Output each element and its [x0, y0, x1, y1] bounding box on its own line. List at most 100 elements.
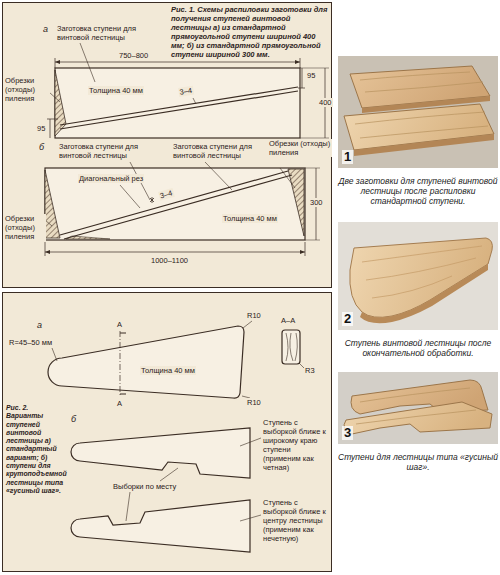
drawing-stroke [71, 428, 250, 478]
drawing-stroke [55, 60, 300, 64]
drawing-stroke [243, 321, 252, 328]
drawing-stroke [71, 500, 250, 552]
photo: 1Две заготовки для ступеней винтовой лес… [338, 56, 498, 168]
drawing-stroke [126, 492, 130, 521]
drawing-stroke [300, 68, 329, 69]
drawing-stroke [55, 58, 56, 68]
drawing-stroke [193, 98, 196, 104]
dimension: 95 [36, 124, 46, 133]
drawing-stroke [282, 330, 300, 364]
photo-caption: Две заготовки для ступеней винтовой лест… [338, 176, 498, 206]
drawing-stroke [64, 175, 292, 239]
drawing-stroke [288, 169, 304, 236]
drawing-stroke [52, 348, 57, 361]
drawing-stroke [45, 250, 305, 254]
figure-1b [45, 162, 320, 256]
section-mark: А [116, 399, 123, 408]
photo: 3Ступени для лестницы типа «гусиный шаг»… [338, 372, 498, 444]
figure-caption: Рис. 2. Варианты ступеней винтовой лестн… [6, 404, 64, 495]
part-name: Обрезки (отходы) пиления [4, 214, 46, 241]
drawing-stroke [160, 468, 178, 481]
drawing-stroke [55, 68, 300, 138]
part-name: Ступень с выборкой ближе к широкому краю… [262, 418, 330, 472]
drawing-stroke [80, 43, 95, 82]
drawing-stroke [240, 438, 261, 446]
drawing-stroke [360, 264, 488, 323]
dimension: 750–800 [118, 51, 149, 60]
section-mark: А–А [280, 316, 296, 325]
dimension: 1000–1100 [150, 256, 189, 265]
drawing-stroke [45, 252, 305, 253]
dimension: R3 [304, 366, 316, 375]
drawing-stroke [298, 88, 305, 89]
drawing-stroke [305, 168, 320, 169]
drawing-stroke [338, 222, 498, 330]
dimension: 95 [306, 71, 316, 80]
drawing-stroke [120, 185, 140, 208]
drawing-stroke [55, 70, 66, 136]
part-name: Заготовка ступени для винтовой лестницы [56, 24, 170, 42]
drawing-stroke [55, 62, 300, 63]
photo-2-image [338, 222, 498, 330]
photo-number: 1 [342, 150, 353, 164]
photo-caption: Ступени для лестницы типа «гусиный шаг». [338, 452, 498, 472]
drawing-stroke [120, 333, 126, 394]
drawing-stroke [48, 326, 244, 398]
drawing-stroke [150, 197, 154, 203]
photo-caption: Ступень винтовой лестницы после окончате… [338, 338, 498, 358]
drawing-stroke [356, 388, 476, 424]
drawing-stroke [2, 292, 332, 572]
drawing-stroke [47, 119, 58, 120]
section-mark: А [116, 320, 123, 329]
drawing-stroke [302, 68, 303, 88]
part-name: Обрезки (отходы) пиления [268, 139, 332, 157]
dimension: R10 [246, 398, 262, 407]
photo: 2Ступень винтовой лестницы после окончат… [338, 222, 498, 330]
part-name: Заготовка ступени для винтовой лестницы [58, 142, 165, 160]
dimension: 300 [309, 198, 324, 207]
drawing-stroke [286, 333, 297, 361]
drawing-stroke [355, 72, 488, 138]
photo-number: 3 [342, 426, 353, 440]
figure-letter: б [38, 142, 45, 153]
drawing-stroke [45, 168, 305, 240]
figure-2a [48, 321, 305, 398]
drawing-stroke [305, 242, 306, 256]
part-name: Диагональный рез [78, 174, 144, 183]
figure-letter: а [42, 24, 49, 35]
note: Толщина 40 мм [222, 214, 278, 223]
drawing-stroke [240, 515, 261, 521]
note: Выборки по месту [112, 482, 177, 491]
figure-letter: а [36, 320, 43, 331]
drawing-stroke [338, 372, 498, 444]
figure-caption: Рис. 1. Схемы распиловки заготовки для п… [171, 5, 329, 59]
drawing-stroke [49, 92, 60, 102]
drawing-stroke [60, 171, 288, 235]
drawing-stroke [45, 242, 46, 256]
part-name: Ступень с выборкой ближе к центру лестни… [262, 498, 330, 543]
dimension: R=45–50 мм [8, 338, 53, 347]
note: Толщина 40 мм [88, 86, 144, 95]
photo-3-image [338, 372, 498, 444]
dimension: 400 [318, 98, 333, 107]
drawing-stroke [338, 56, 498, 168]
part-name: Обрезки (отходы) пиления [4, 76, 50, 103]
drawing-stroke [280, 168, 295, 188]
dimension: R10 [246, 311, 262, 320]
drawing-stroke [45, 220, 52, 226]
drawing-stroke [305, 240, 320, 241]
panel-grounds [2, 2, 332, 572]
drawing-stroke [120, 331, 121, 396]
figure-2b [71, 428, 261, 552]
part-name: Заготовка ступени для винтовой лестницы [172, 142, 266, 160]
drawing-stroke [344, 402, 492, 434]
drawing-stroke [362, 246, 482, 298]
drawing-stroke [2, 2, 332, 288]
drawing-stroke [50, 119, 51, 138]
note: Толщина 40 мм [140, 366, 196, 375]
drawing-stroke [205, 162, 232, 190]
photo-1-image [338, 56, 498, 168]
photo-number: 2 [342, 312, 353, 326]
figure-letter: б [70, 414, 77, 425]
drawing-stroke [354, 134, 494, 156]
